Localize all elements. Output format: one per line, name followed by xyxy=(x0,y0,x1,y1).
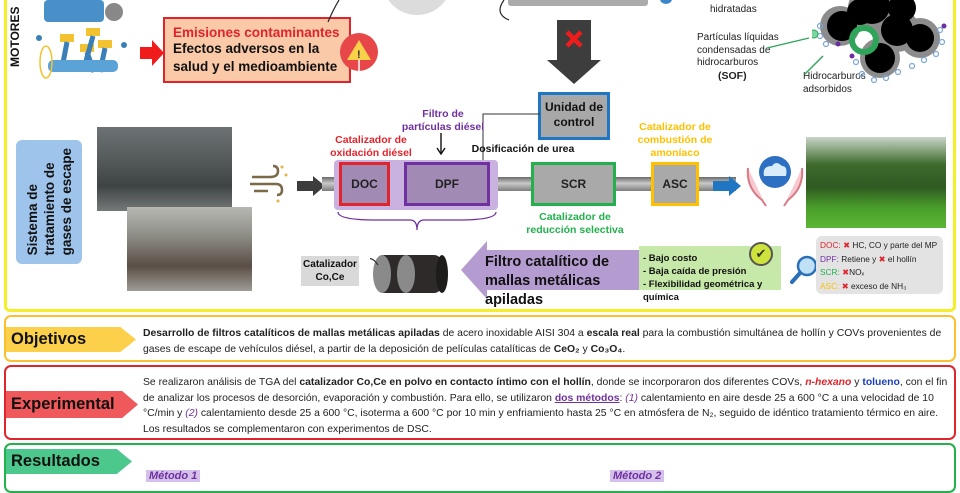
dpf-label: Filtro de partículas diésel xyxy=(401,108,485,133)
experimental-text: Se realizaron análisis de TGA del catali… xyxy=(143,377,948,435)
pointer-arrows xyxy=(766,37,824,75)
function-legend: DOC: ✖ HC, CO y parte del MP DPF: Retien… xyxy=(816,236,943,294)
metodo-2-label: Método 2 xyxy=(610,470,665,482)
dpf-component: DPF xyxy=(404,162,490,206)
clean-flow-arrow-icon xyxy=(713,176,741,196)
dpf-pointer-arrow xyxy=(436,133,446,155)
system-label: Sistema de tratamiento de gases de escap… xyxy=(16,140,82,264)
connector-line xyxy=(499,0,510,21)
svg-text:!: ! xyxy=(357,49,361,61)
objetivos-tag: Objetivos xyxy=(6,327,136,352)
benefit-item: - Bajo costo xyxy=(643,253,698,264)
metal-mesh-filter-icon xyxy=(370,255,448,293)
filter-title: Filtro catalítico de mallas metálicas ap… xyxy=(485,254,610,308)
legend-doc: DOC: ✖ HC, CO y parte del MP xyxy=(820,240,938,250)
emissions-box: Emisiones contaminantes Efectos adversos… xyxy=(163,17,351,83)
magnifier-icon xyxy=(790,255,818,284)
benefit-item: - Flexibilidad geométrica y química xyxy=(643,279,763,303)
benefit-item: - Baja caída de presión xyxy=(643,266,747,277)
sof-label: Partículas líquidas condensadas de hidro… xyxy=(697,32,779,68)
group-brace xyxy=(337,211,497,231)
motores-label: MOTORES xyxy=(8,6,22,68)
flow-arrow-icon xyxy=(297,176,325,196)
check-icon: ✔ xyxy=(749,242,773,266)
red-arrow-icon xyxy=(140,40,164,66)
engine-icon xyxy=(36,0,127,79)
system-label-text: Sistema de tratamiento de gases de escap… xyxy=(24,148,74,256)
wind-gas-icon xyxy=(250,164,288,203)
overview-frame xyxy=(4,0,956,312)
filter-arrow-shape xyxy=(461,241,639,299)
x-mark-icon: ✖ xyxy=(878,253,886,264)
x-mark-icon: ✖ xyxy=(841,280,849,291)
resultados-section xyxy=(4,443,956,493)
emissions-title: Emisiones contaminantes xyxy=(173,25,340,40)
control-unit-box: Unidad de control xyxy=(538,92,610,140)
experimental-tag: Experimental xyxy=(6,391,138,418)
catalyst-label: Catalizador Co,Ce xyxy=(301,256,359,286)
resultados-tag: Resultados xyxy=(6,449,132,474)
metodo-1-label: Método 1 xyxy=(146,470,201,482)
x-mark-icon: ✖ xyxy=(842,267,850,277)
globe-icon xyxy=(660,0,672,4)
doc-label: Catalizador de oxidación diésel xyxy=(330,134,412,159)
label-bar xyxy=(508,0,648,6)
soot-aggregate-diagram xyxy=(812,0,947,84)
truck-exhaust-photo xyxy=(97,127,232,211)
legend-scr: SCR: ✖NOₓ xyxy=(820,267,865,277)
experimental-section xyxy=(4,365,956,440)
connector-line xyxy=(327,0,340,23)
traffic-smog-photo xyxy=(127,207,252,291)
sof-abbr: (SOF) xyxy=(718,70,747,82)
legend-asc: ASC: ✖ exceso de NH₃ xyxy=(820,280,907,291)
urea-label: Dosificación de urea xyxy=(471,143,575,155)
asc-label: Catalizador de combustión de amoníaco xyxy=(637,121,713,159)
x-mark-icon: ✖ xyxy=(843,240,851,250)
warning-icon: ! xyxy=(340,33,378,71)
objetivos-text: Desarrollo de filtros catalíticos de mal… xyxy=(143,328,942,355)
asc-component: ASC xyxy=(651,162,699,206)
green-park-photo xyxy=(806,137,946,228)
doc-component: DOC xyxy=(339,162,390,206)
hidratadas-label: hidratadas xyxy=(710,4,757,15)
adsorbed-label: Hidrocarburos adsorbidos xyxy=(803,71,866,95)
emissions-text: Efectos adversos en la salud y el medioa… xyxy=(173,41,338,74)
legend-dpf: DPF: Retiene y ✖ el hollín xyxy=(820,253,917,264)
down-arrow-icon xyxy=(547,20,601,84)
objetivos-section xyxy=(4,315,956,362)
scr-label: Catalizador de reducción selectiva xyxy=(526,211,624,236)
scr-component: SCR xyxy=(531,162,616,206)
clean-air-hands-icon xyxy=(746,156,804,207)
